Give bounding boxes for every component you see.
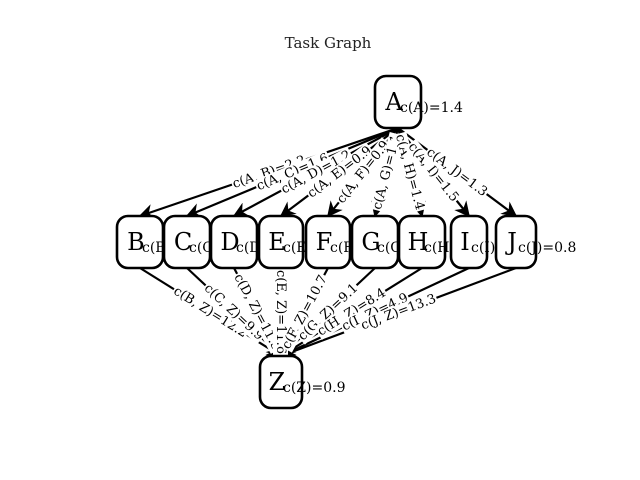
edge-label-background (277, 147, 355, 198)
node-cost-label: c(H) (424, 240, 455, 256)
edge-label-background (369, 131, 405, 213)
node-label: G (361, 228, 380, 256)
node-box (494, 214, 538, 270)
node-box (449, 214, 489, 270)
edge-label-background (422, 144, 491, 201)
node-cost-label: c(J)=0.8 (518, 240, 576, 256)
node-e: Ec(E) (257, 214, 312, 270)
node-label: Z (269, 368, 286, 396)
diagram-title: Task Graph (285, 34, 372, 52)
node-label: F (316, 228, 333, 256)
nodes-layer: Ac(A)=1.4Bc(B)Cc(C)Dc(D)Ec(E)Fc(F)Gc(G)H… (115, 74, 576, 410)
node-label: B (127, 228, 145, 256)
edge-label-background (404, 138, 463, 206)
node-box (304, 214, 352, 270)
edge-label-background (294, 280, 363, 345)
edge-label-background (229, 152, 309, 193)
node-z: Zc(Z)=0.9 (258, 354, 346, 410)
edge-label-background (278, 271, 332, 353)
edge-label-background (333, 137, 394, 208)
node-label: C (174, 228, 192, 256)
node-a: Ac(A)=1.4 (373, 74, 463, 130)
edge-label-background (253, 150, 332, 195)
node-cost-label: c(A)=1.4 (400, 100, 463, 116)
node-cost-label: c(I) (471, 240, 495, 256)
edge-label-group: c(A, H)=1.4 (391, 131, 428, 213)
node-label: D (220, 228, 239, 256)
edge-label-background (200, 280, 268, 345)
edge-label: c(E, Z)=11.6 (273, 270, 288, 354)
edge-label-background (314, 284, 390, 340)
edge-label-background (304, 142, 376, 202)
node-box (397, 214, 447, 270)
node-f: Fc(F) (304, 214, 358, 270)
node-label: A (384, 88, 403, 116)
edge-label-background (273, 268, 288, 356)
node-box (258, 354, 304, 410)
edge-label-background (358, 291, 440, 334)
edge-label-background (338, 290, 412, 335)
node-label: I (460, 228, 469, 256)
node-box (373, 74, 423, 130)
node-cost-label: c(Z)=0.9 (283, 380, 346, 396)
edge-label-background (391, 131, 428, 213)
node-box (209, 214, 259, 270)
node-box (257, 214, 305, 270)
edge-label-background (230, 270, 285, 354)
node-h: Hc(H) (397, 214, 455, 270)
node-label: E (268, 228, 286, 256)
node-label: H (408, 228, 429, 256)
node-label: J (504, 228, 517, 256)
edge-label-background (169, 283, 251, 342)
edge-label-group: c(E, Z)=11.6 (273, 268, 288, 356)
